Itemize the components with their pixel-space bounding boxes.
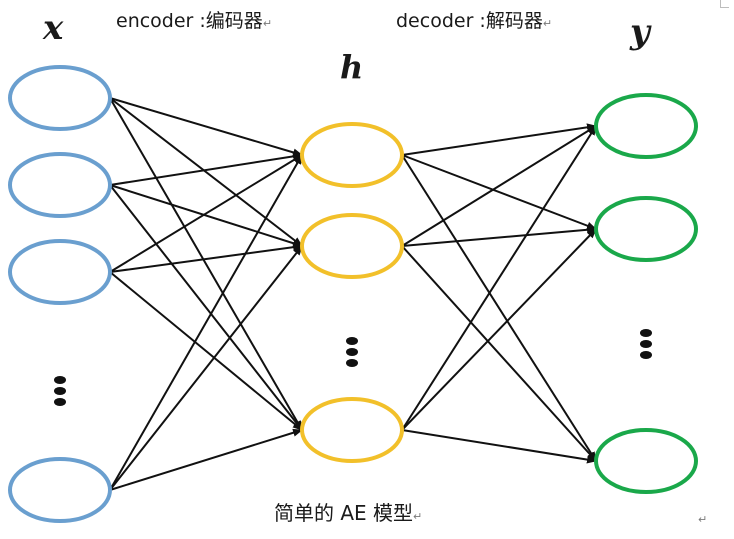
edge-h3-y2 bbox=[401, 228, 597, 431]
input-ellipsis-dot-2 bbox=[54, 387, 66, 395]
input-ellipsis-dot-1 bbox=[54, 376, 66, 384]
edge-x3-h3 bbox=[109, 271, 303, 431]
output-node-3 bbox=[594, 428, 698, 494]
input-node-2 bbox=[8, 152, 112, 218]
edge-x3-h2 bbox=[109, 243, 303, 273]
edge-x2-h2 bbox=[109, 184, 303, 248]
input-variable-label: x bbox=[43, 8, 64, 48]
edge-x2-h3 bbox=[109, 184, 303, 431]
hidden-ellipsis-dot-3 bbox=[346, 359, 358, 367]
diagram-caption: 简单的 AE 模型↵ bbox=[274, 501, 423, 525]
edge-x4-h2 bbox=[109, 245, 303, 491]
edge-x2-h1 bbox=[109, 152, 303, 186]
edge-h1-y3 bbox=[401, 154, 597, 462]
hidden-node-2 bbox=[300, 213, 404, 279]
nodes-group bbox=[8, 65, 698, 523]
edge-x1-h2 bbox=[109, 97, 303, 247]
edge-h1-y2 bbox=[401, 154, 597, 230]
edges-group bbox=[109, 97, 597, 491]
edge-x1-h1 bbox=[109, 97, 303, 157]
hidden-ellipsis-dot-2 bbox=[346, 348, 358, 356]
ellipsis-group bbox=[54, 329, 652, 406]
output-node-1 bbox=[594, 93, 698, 159]
input-node-1 bbox=[8, 65, 112, 131]
paragraph-mark: ↵ bbox=[698, 513, 708, 526]
page-corner-mark bbox=[720, 0, 729, 8]
encoder-label: encoder :编码器↵ bbox=[116, 10, 273, 32]
edge-x3-h1 bbox=[109, 154, 303, 273]
hidden-variable-label: h bbox=[340, 48, 364, 86]
edge-h3-y1 bbox=[401, 125, 597, 431]
input-node-3 bbox=[8, 239, 112, 305]
edge-x1-h3 bbox=[109, 97, 303, 431]
edge-h2-y3 bbox=[401, 245, 597, 462]
edge-x4-h3 bbox=[109, 428, 303, 491]
hidden-node-3 bbox=[300, 397, 404, 463]
edge-h2-y2 bbox=[401, 225, 597, 247]
hidden-node-1 bbox=[300, 122, 404, 188]
input-node-4 bbox=[8, 457, 112, 523]
output-ellipsis-dot-1 bbox=[640, 329, 652, 337]
hidden-ellipsis-dot-1 bbox=[346, 337, 358, 345]
output-ellipsis-dot-3 bbox=[640, 351, 652, 359]
edge-x4-h1 bbox=[109, 154, 303, 491]
decoder-label: decoder :解码器↵ bbox=[396, 10, 553, 32]
output-ellipsis-dot-2 bbox=[640, 340, 652, 348]
output-variable-label: y bbox=[630, 12, 650, 52]
input-ellipsis-dot-3 bbox=[54, 398, 66, 406]
edge-h2-y1 bbox=[401, 125, 597, 247]
output-node-2 bbox=[594, 196, 698, 262]
edge-h1-y1 bbox=[401, 123, 597, 156]
edge-h3-y3 bbox=[401, 429, 597, 464]
